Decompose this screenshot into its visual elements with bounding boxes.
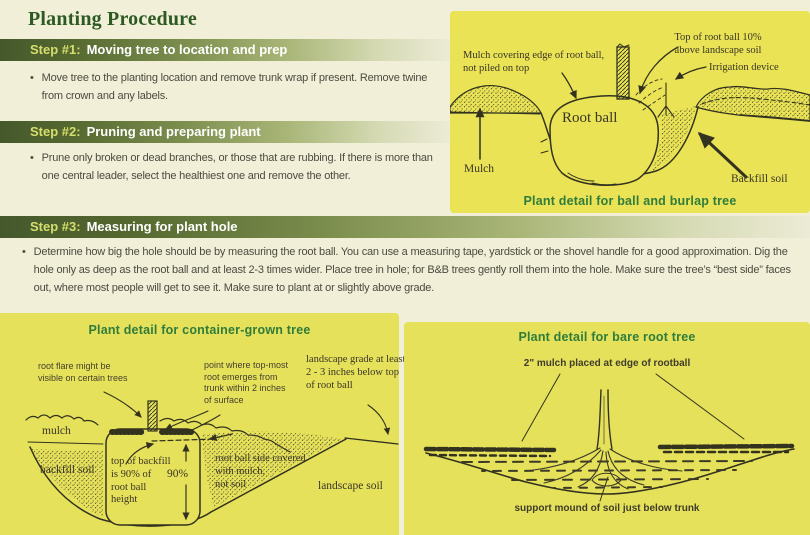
caption-bare-root: Plant detail for bare root tree <box>518 330 696 344</box>
topmost-root-arrow2 <box>183 414 221 435</box>
bare-root-drawing <box>423 373 795 502</box>
original-grade-dashed <box>701 97 810 106</box>
label-backfill-soil: Backfill soil <box>731 173 788 185</box>
diagram-ball-burlap-panel: Mulch covering edge of root ball, not pi… <box>450 11 810 213</box>
label-support-mound: support mound of soil just below trunk <box>514 503 700 514</box>
root-flare-arrow <box>103 391 142 418</box>
label-mulch: Mulch <box>464 163 495 175</box>
step3-body: Determine how big the hole should be by … <box>33 246 791 294</box>
label-mulch: mulch <box>42 425 71 437</box>
bullet-glyph: • <box>22 246 26 258</box>
backfill-texture <box>651 106 696 172</box>
mulch-squiggle-left <box>25 414 99 426</box>
label-root-ball: Root ball <box>562 110 618 126</box>
step1-text: • Move tree to the planting location and… <box>30 70 438 106</box>
mulch-band-left <box>423 446 557 453</box>
label-backfill-soil: backfill soil <box>40 464 95 476</box>
trunk <box>596 389 613 450</box>
step1-banner: Step #1: Moving tree to location and prep <box>0 39 450 61</box>
label-top-of-root-ball: Top of root ball 10% above landscape soi… <box>674 32 762 56</box>
depression-outline <box>425 448 795 495</box>
caption-ball-burlap: Plant detail for ball and burlap tree <box>523 194 737 208</box>
support-leader <box>599 476 609 502</box>
mulch-band-right <box>657 443 795 450</box>
step3-number: Step #3: <box>30 219 81 234</box>
ball-burlap-drawing <box>450 43 810 186</box>
right-mulch-mound <box>695 85 810 122</box>
bullet-glyph: • <box>30 72 34 84</box>
step1-title: Moving tree to location and prep <box>86 42 288 57</box>
top-of-backfill-arrow <box>125 442 155 465</box>
topmost-root-arrow1 <box>165 410 209 430</box>
label-root-flare: root flare might be visible on certain t… <box>38 361 128 383</box>
left-mulch-mound <box>450 84 542 114</box>
page-title: Planting Procedure <box>28 8 197 30</box>
trunk <box>147 400 158 432</box>
mulch-leader-left <box>521 373 561 442</box>
label-top-of-backfill: top of backfill is 90% of root ball heig… <box>111 456 171 506</box>
diagram-bare-root-panel: Plant detail for bare root tree 2" mulch… <box>404 322 810 535</box>
label-topmost-root: point where top-most root emerges from t… <box>204 360 289 405</box>
roots <box>525 447 683 490</box>
mulch-leader-right <box>655 373 745 440</box>
irrigation-arrow <box>674 66 707 80</box>
irrigation-stake <box>657 82 675 118</box>
hole-diagonal <box>210 438 347 513</box>
mulch-covering-arrow <box>561 72 577 100</box>
backfill-arrow <box>697 131 748 179</box>
trunk <box>616 46 630 100</box>
bullet-glyph: • <box>30 152 34 164</box>
label-ninety-percent: 90% <box>166 467 190 482</box>
label-irrigation-device: Irrigation device <box>709 62 779 73</box>
step2-banner: Step #2: Pruning and preparing plant <box>0 121 450 143</box>
diagram-container-grown-panel: Plant detail for container-grown tree ro… <box>0 313 405 535</box>
root-ball-shape <box>549 95 660 186</box>
label-landscape-grade: landscape grade at least 2 - 3 inches be… <box>306 354 406 391</box>
label-mulch-edge: 2" mulch placed at edge of rootball <box>523 358 691 369</box>
landscape-grade-arrow <box>367 404 391 436</box>
backfill-texture-right <box>202 431 342 507</box>
step2-body: Prune only broken or dead branches, or t… <box>41 152 433 182</box>
caption-container-grown: Plant detail for container-grown tree <box>88 323 311 337</box>
label-landscape-soil: landscape soil <box>318 480 383 492</box>
label-mulch-covering: Mulch covering edge of root ball, not pi… <box>463 50 605 74</box>
backfill-level-dashed <box>151 438 217 442</box>
landscape-grade-line <box>344 437 399 445</box>
step3-banner: Step #3: Measuring for plant hole <box>0 216 810 238</box>
step3-title: Measuring for plant hole <box>86 219 238 234</box>
step2-title: Pruning and preparing plant <box>86 124 261 139</box>
step1-number: Step #1: <box>30 42 81 57</box>
label-root-ball-side: root ball side covered with mulch, not s… <box>215 453 306 490</box>
step1-body: Move tree to the planting location and r… <box>41 72 428 102</box>
step2-text: • Prune only broken or dead branches, or… <box>30 150 438 186</box>
backfill-texture-left <box>30 449 104 517</box>
burlap-creases <box>540 138 617 186</box>
top-of-rootball-arrow <box>638 46 679 95</box>
container-grown-drawing <box>25 391 399 527</box>
step3-text: • Determine how big the hole should be b… <box>22 244 792 297</box>
step2-number: Step #2: <box>30 124 81 139</box>
